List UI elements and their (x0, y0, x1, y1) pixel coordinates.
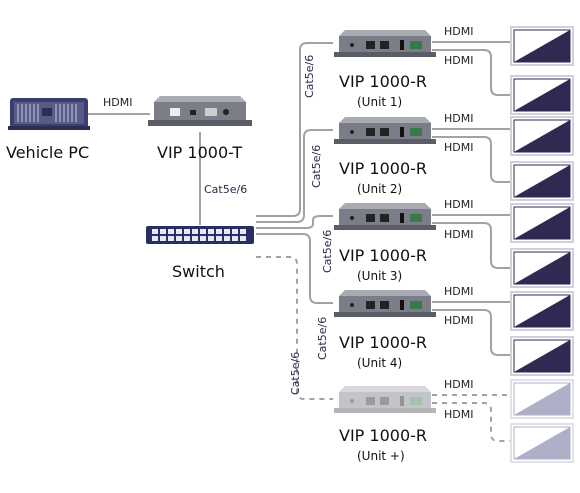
receiver-device-plus (334, 386, 436, 413)
receiver-name-plus: VIP 1000-R (339, 426, 427, 445)
switch-port (232, 229, 238, 234)
switch-port (208, 236, 214, 241)
monitors (510, 26, 574, 463)
switch-port (160, 236, 166, 241)
hdmi-outputs-unit-2 (432, 128, 510, 183)
monitor-plus-a (510, 379, 574, 419)
receiver-name-1: VIP 1000-R (339, 72, 427, 91)
cat-label-unit-1: Cat5e/6 (303, 55, 316, 98)
switch-port (200, 229, 206, 234)
receiver-unit-2: VIP 1000-R (Unit 2) HDMI HDMI (334, 112, 473, 196)
cat-link-switch-to-unit-2 (256, 129, 333, 223)
monitor-3a (510, 203, 574, 243)
switch-port (192, 236, 198, 241)
receiver-name-4: VIP 1000-R (339, 333, 427, 352)
switch-port (240, 229, 246, 234)
transmitter-label: VIP 1000-T (157, 143, 242, 162)
receiver-device-4 (334, 290, 436, 317)
switch-port (152, 229, 158, 234)
monitor-plus-b (510, 423, 574, 463)
hdmi-label-unit-1-b: HDMI (444, 54, 473, 67)
hdmi-label-unit-4-a: HDMI (444, 285, 473, 298)
receiver-unit-plus: VIP 1000-R (Unit +) HDMI HDMI (334, 378, 473, 463)
switch-port (208, 229, 214, 234)
switch-port (216, 229, 222, 234)
hdmi-label-unit-2-b: HDMI (444, 141, 473, 154)
cat-label-unit-2: Cat5e/6 (310, 145, 323, 188)
switch-ports (152, 229, 246, 241)
monitor-1b (510, 75, 574, 115)
receiver-unit-label-4: (Unit 4) (357, 356, 402, 370)
monitor-2b (510, 161, 574, 201)
receiver-name-2: VIP 1000-R (339, 159, 427, 178)
hdmi-label-pc: HDMI (103, 96, 132, 109)
hdmi-outputs-unit-3 (432, 214, 510, 269)
cat-link-switch-to-unit-plus (256, 256, 333, 400)
switch-port (216, 236, 222, 241)
switch-port (184, 229, 190, 234)
switch-port (160, 229, 166, 234)
switch-port (168, 229, 174, 234)
hdmi-label-unit-plus-b: HDMI (444, 408, 473, 421)
cat-label-unit-plus: Cat5e/6 (289, 352, 302, 395)
switch-port (200, 236, 206, 241)
receiver-unit-label-2: (Unit 2) (357, 182, 402, 196)
hdmi-label-unit-3-b: HDMI (444, 228, 473, 241)
switch-port (184, 236, 190, 241)
vehicle-pc-label: Vehicle PC (6, 143, 89, 162)
hdmi-label-unit-2-a: HDMI (444, 112, 473, 125)
vehicle-pc-device (8, 98, 90, 130)
hdmi-label-unit-3-a: HDMI (444, 198, 473, 211)
switch-label: Switch (172, 262, 225, 281)
hdmi-outputs-unit-plus (432, 394, 510, 442)
receiver-device-3 (334, 203, 436, 230)
monitor-3b (510, 248, 574, 288)
monitor-4b (510, 336, 574, 376)
hdmi-label-unit-4-b: HDMI (444, 314, 473, 327)
hdmi-label-unit-plus-a: HDMI (444, 378, 473, 391)
receiver-unit-label-3: (Unit 3) (357, 269, 402, 283)
receiver-unit-label-plus: (Unit +) (357, 449, 405, 463)
cat-label-transmitter: Cat5e/6 (204, 183, 247, 196)
hdmi-outputs-unit-4 (432, 301, 510, 356)
cat-link-switch-to-unit-1 (256, 42, 333, 217)
cat-link-switch-to-unit-4 (256, 233, 333, 304)
cat-link-switch-to-unit-3 (256, 215, 333, 229)
switch-port (192, 229, 198, 234)
switch-device (146, 226, 254, 244)
switch-port (152, 236, 158, 241)
transmitter-device (148, 96, 252, 126)
switch-port (176, 236, 182, 241)
receiver-name-3: VIP 1000-R (339, 246, 427, 265)
switch-port (176, 229, 182, 234)
switch-port (168, 236, 174, 241)
receiver-unit-1: VIP 1000-R (Unit 1) HDMI HDMI (334, 25, 473, 109)
receiver-unit-label-1: (Unit 1) (357, 95, 402, 109)
switch-port (232, 236, 238, 241)
cat-label-unit-3: Cat5e/6 (321, 230, 334, 273)
hdmi-label-unit-1-a: HDMI (444, 25, 473, 38)
monitor-1a (510, 26, 574, 66)
hdmi-outputs-unit-1 (432, 41, 510, 96)
connection-lines (88, 41, 510, 442)
switch-port (240, 236, 246, 241)
receiver-unit-4: VIP 1000-R (Unit 4) HDMI HDMI (334, 285, 473, 370)
cat-label-unit-4: Cat5e/6 (316, 317, 329, 360)
switch-port (224, 229, 230, 234)
switch-port (224, 236, 230, 241)
monitor-4a (510, 291, 574, 331)
receiver-unit-3: VIP 1000-R (Unit 3) HDMI HDMI (334, 198, 473, 283)
receiver-device-2 (334, 117, 436, 144)
monitor-2a (510, 116, 574, 156)
receiver-device-1 (334, 30, 436, 57)
